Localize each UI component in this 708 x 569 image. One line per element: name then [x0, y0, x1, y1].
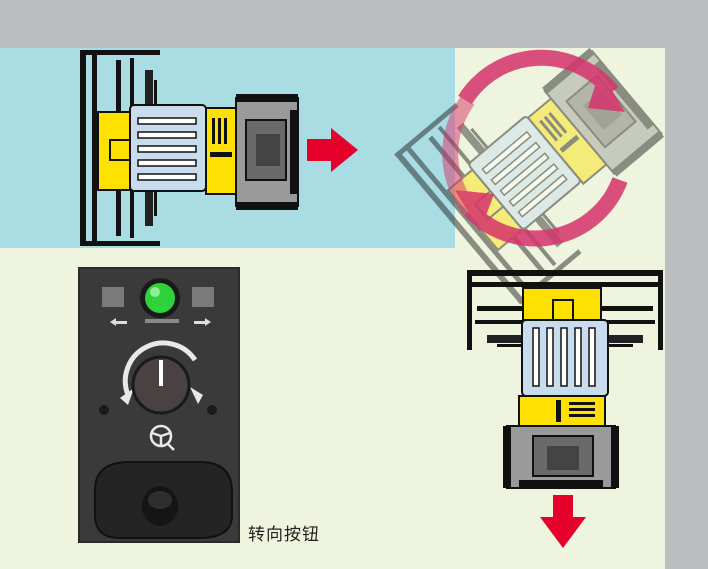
screw-left	[99, 405, 109, 415]
screw-right	[207, 405, 217, 415]
circular-rotation-arrows-icon	[442, 49, 628, 247]
top-border	[0, 0, 708, 48]
joystick[interactable]	[94, 461, 233, 539]
right-label-icon	[192, 287, 214, 307]
caption-steering-button: 转向按钮	[248, 525, 320, 545]
green-indicator-button[interactable]	[140, 278, 180, 318]
steering-wheel-icon	[149, 424, 175, 451]
rotation-dial-icon[interactable]	[120, 340, 203, 415]
control-panel-photo	[78, 267, 240, 543]
right-border	[665, 0, 708, 569]
red-down-arrow-icon	[540, 495, 586, 548]
machine-final	[466, 269, 664, 489]
left-label-icon	[102, 287, 124, 307]
machine-initial	[79, 49, 299, 247]
red-right-arrow-icon	[307, 128, 358, 172]
